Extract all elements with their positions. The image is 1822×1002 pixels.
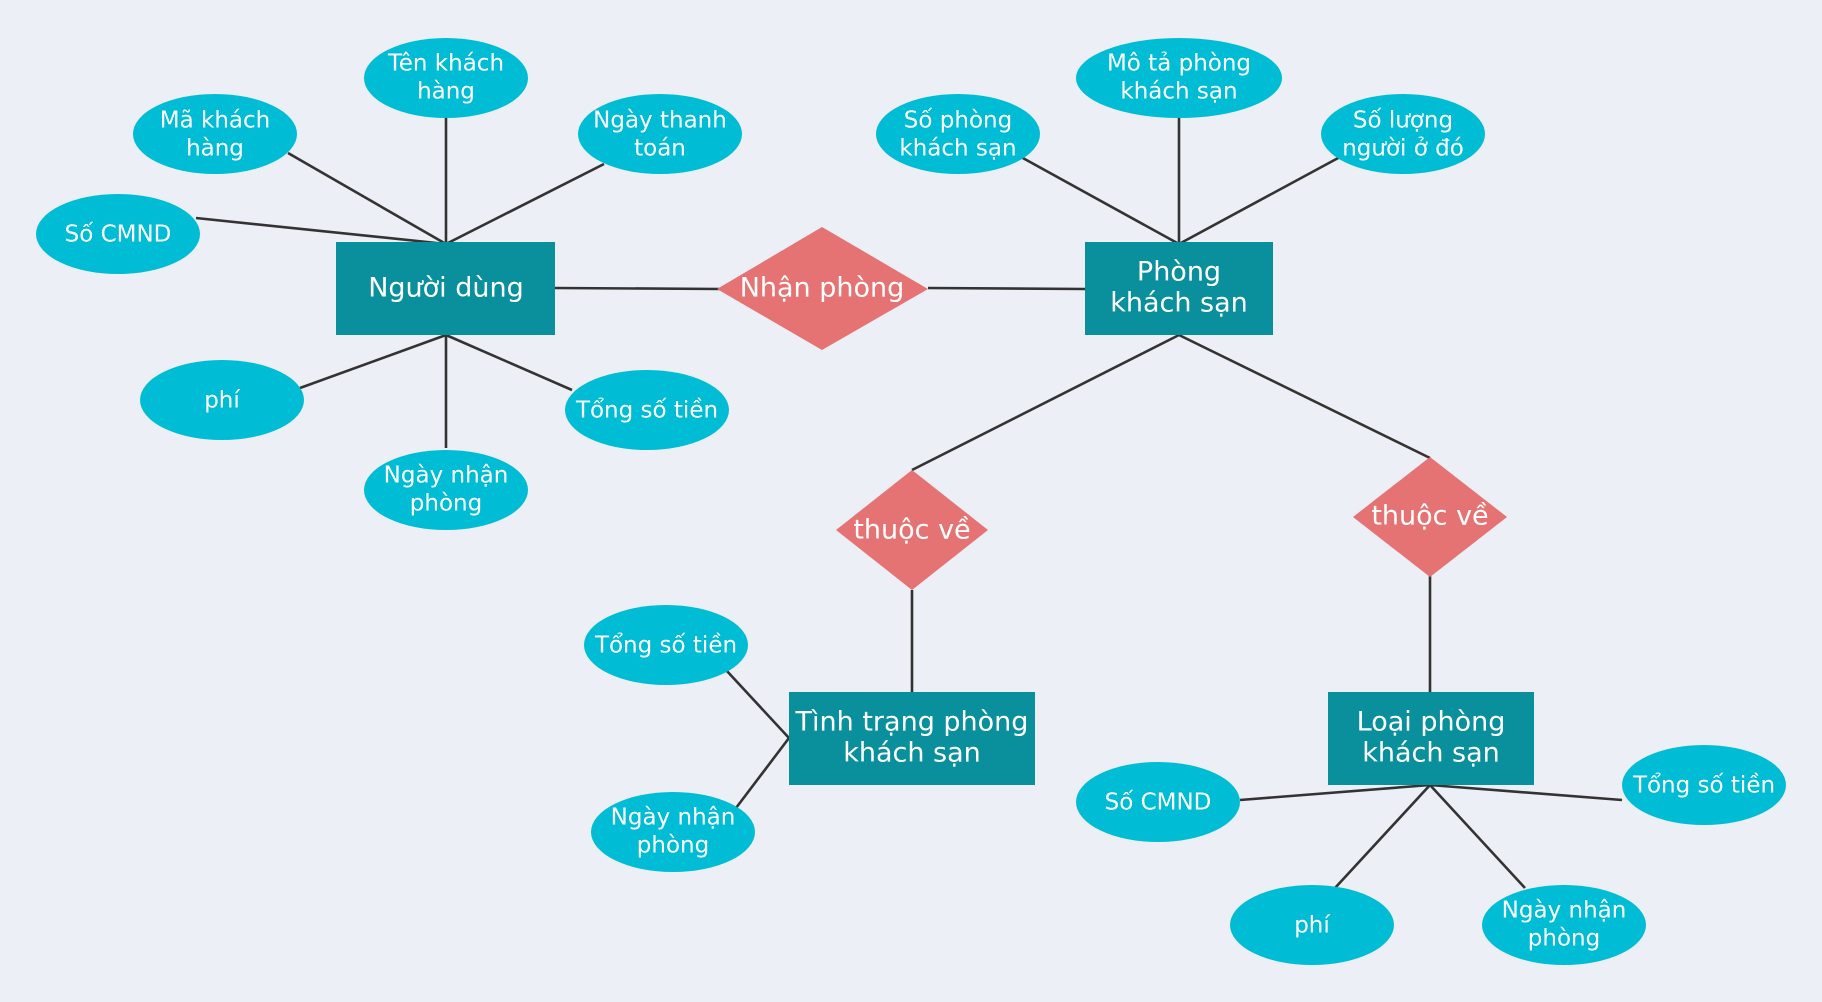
attribute-ngay-thanh-toan: Ngày thanh toán	[578, 94, 742, 174]
attribute-loai-phong-ngay-nhan-line-2: phòng	[1528, 926, 1600, 952]
connector-loai-phong-cmnd	[1239, 783, 1431, 802]
connector-loai-phong-tong-so-tien	[1429, 783, 1623, 802]
attribute-tinh-trang-tong-so-tien: Tổng số tiền	[584, 605, 748, 685]
attribute-so-luong-nguoi-line-1: Số lượng	[1353, 108, 1453, 134]
attribute-ma-khach-hang-line-1: Mã khách	[160, 108, 270, 134]
attribute-so-phong-line-2: khách sạn	[899, 136, 1016, 162]
attribute-so-luong-nguoi-line-2: người ở đó	[1342, 136, 1464, 162]
attribute-ngay-nhan-phong-line-2: phòng	[410, 491, 482, 517]
attribute-ten-khach-hang: Tên khách hàng	[364, 38, 528, 118]
entity-phong-khach-san: Phòng khách sạn	[1085, 242, 1273, 335]
attribute-tong-so-tien-label: Tổng số tiền	[575, 398, 718, 424]
relationship-thuoc-ve-right-label: thuộc về	[1371, 501, 1488, 532]
connector-phong-thuoc-ve-left	[911, 333, 1180, 472]
entity-tinh-trang-phong: Tình trạng phòng khách sạn	[789, 692, 1035, 785]
attribute-phi-label: phí	[204, 388, 240, 414]
attribute-ngay-thanh-toan-line-1: Ngày thanh	[593, 108, 727, 134]
attribute-loai-phong-tong-so-tien-label: Tổng số tiền	[1632, 773, 1775, 799]
connector-nguoi-dung-ma	[287, 151, 447, 246]
attribute-loai-phong-phi: phí	[1230, 885, 1394, 965]
attribute-tong-so-tien: Tổng số tiền	[565, 370, 729, 450]
attribute-loai-phong-cmnd: Số CMND	[1076, 762, 1240, 842]
relationship-thuoc-ve-left: thuộc về	[836, 470, 988, 590]
attribute-tinh-trang-tong-so-tien-label: Tổng số tiền	[594, 633, 737, 659]
relationship-thuoc-ve-right: thuộc về	[1353, 457, 1507, 577]
attribute-ngay-nhan-phong: Ngày nhận phòng	[364, 450, 528, 530]
connector-nguoi-dung-ngay-thanh-toan	[445, 162, 605, 246]
attribute-so-phong: Số phòng khách sạn	[876, 94, 1040, 174]
entity-tinh-trang-label-line-2: khách sạn	[843, 738, 981, 769]
attribute-so-phong-line-1: Số phòng	[904, 108, 1012, 134]
connector-nguoi-dung-cmnd	[195, 216, 447, 246]
connector-nguoi-dung-nhan-phong	[554, 286, 721, 291]
relationship-thuoc-ve-left-label: thuộc về	[853, 515, 970, 546]
attribute-ngay-thanh-toan-line-2: toán	[634, 136, 686, 162]
connector-nguoi-dung-tong-so-tien	[445, 333, 573, 392]
attribute-mo-ta-phong-line-1: Mô tả phòng	[1107, 51, 1251, 77]
attribute-ten-khach-hang-line-2: hàng	[417, 79, 475, 105]
attribute-ma-khach-hang: Mã khách hàng	[133, 94, 297, 174]
attribute-so-cmnd: Số CMND	[36, 194, 200, 274]
connector-phong-so-luong	[1178, 155, 1341, 246]
attribute-tinh-trang-ngay-nhan-line-1: Ngày nhận	[611, 805, 736, 831]
connector-lines	[195, 118, 1623, 889]
attribute-loai-phong-ngay-nhan: Ngày nhận phòng	[1482, 885, 1646, 965]
connector-nhan-phong-phong	[927, 286, 1086, 291]
attribute-loai-phong-ngay-nhan-line-1: Ngày nhận	[1502, 898, 1627, 924]
connector-loai-phong-phi	[1334, 784, 1431, 889]
entity-loai-phong: Loại phòng khách sạn	[1328, 692, 1534, 785]
attribute-tinh-trang-ngay-nhan-line-2: phòng	[637, 833, 709, 859]
entity-tinh-trang-label-line-1: Tình trạng phòng	[795, 707, 1029, 738]
attribute-ngay-nhan-phong-line-1: Ngày nhận	[384, 463, 509, 489]
attribute-phi: phí	[140, 360, 304, 440]
entity-phong-label-line-2: khách sạn	[1110, 288, 1248, 319]
attribute-loai-phong-cmnd-label: Số CMND	[1105, 790, 1212, 816]
connector-phong-so-phong	[1020, 155, 1180, 246]
attribute-so-cmnd-label: Số CMND	[65, 222, 172, 248]
attribute-tinh-trang-ngay-nhan: Ngày nhận phòng	[591, 792, 755, 872]
attribute-mo-ta-phong: Mô tả phòng khách sạn	[1076, 38, 1282, 118]
entity-phong-label-line-1: Phòng	[1137, 257, 1221, 288]
entity-nguoi-dung: Người dùng	[336, 242, 555, 335]
attribute-ten-khach-hang-line-1: Tên khách	[387, 51, 504, 77]
relationship-nhan-phong: Nhận phòng	[717, 227, 928, 350]
connector-nguoi-dung-phi	[299, 333, 447, 390]
entity-nguoi-dung-label: Người dùng	[368, 273, 524, 304]
connector-tinh-trang-ngay-nhan	[734, 737, 791, 809]
entity-loai-phong-label-line-1: Loại phòng	[1357, 707, 1506, 738]
attribute-so-luong-nguoi: Số lượng người ở đó	[1321, 94, 1485, 174]
connector-phong-thuoc-ve-right	[1178, 333, 1431, 460]
attribute-loai-phong-phi-label: phí	[1294, 913, 1330, 939]
attribute-ma-khach-hang-line-2: hàng	[186, 136, 244, 162]
relationship-nhan-phong-label: Nhận phòng	[740, 273, 905, 304]
attribute-mo-ta-phong-line-2: khách sạn	[1120, 79, 1237, 105]
connector-loai-phong-ngay-nhan	[1429, 784, 1526, 889]
connector-tinh-trang-tong-so-tien	[725, 669, 790, 739]
attribute-loai-phong-tong-so-tien: Tổng số tiền	[1622, 745, 1786, 825]
entity-loai-phong-label-line-2: khách sạn	[1362, 738, 1500, 769]
